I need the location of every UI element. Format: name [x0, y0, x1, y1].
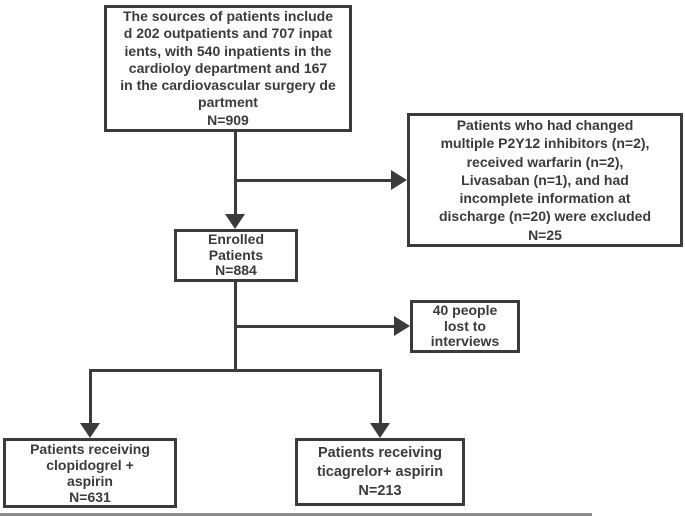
connector-split-to-clopidogrel	[89, 369, 92, 423]
clopidogrel-group-box: Patients receiving clopidogrel + aspirin…	[3, 438, 177, 508]
enrolled-box-text: Enrolled Patients N=884	[207, 231, 264, 279]
exclusion-box: Patients who had changed multiple P2Y12 …	[407, 113, 683, 247]
arrowhead-into-enrolled-icon	[225, 214, 245, 229]
arrowhead-into-clopidogrel-icon	[80, 423, 100, 438]
ticagrelor-group-box: Patients receiving ticagrelor+ aspirin N…	[295, 438, 465, 506]
figure-bottom-rule	[0, 513, 592, 516]
clopidogrel-group-box-text: Patients receiving clopidogrel + aspirin…	[30, 441, 150, 505]
connector-split-to-ticagrelor	[379, 369, 382, 423]
enrolled-box: Enrolled Patients N=884	[174, 229, 298, 282]
ticagrelor-group-box-text: Patients receiving ticagrelor+ aspirin N…	[316, 444, 444, 499]
arrowhead-into-ticagrelor-icon	[370, 423, 390, 438]
lost-to-interviews-box: 40 people lost to interviews	[410, 300, 520, 353]
connector-source-to-enrolled	[234, 132, 237, 214]
arrowhead-into-exclusion-icon	[391, 170, 407, 190]
source-box: The sources of patients include d 202 ou…	[104, 5, 352, 132]
connector-to-lost	[235, 325, 394, 328]
arrowhead-into-lost-icon	[394, 316, 410, 336]
connector-split-horizontal	[89, 369, 382, 372]
exclusion-box-text: Patients who had changed multiple P2Y12 …	[438, 117, 652, 243]
source-box-text: The sources of patients include d 202 ou…	[120, 8, 336, 128]
lost-to-interviews-box-text: 40 people lost to interviews	[430, 302, 500, 350]
connector-to-exclusion	[235, 179, 393, 182]
